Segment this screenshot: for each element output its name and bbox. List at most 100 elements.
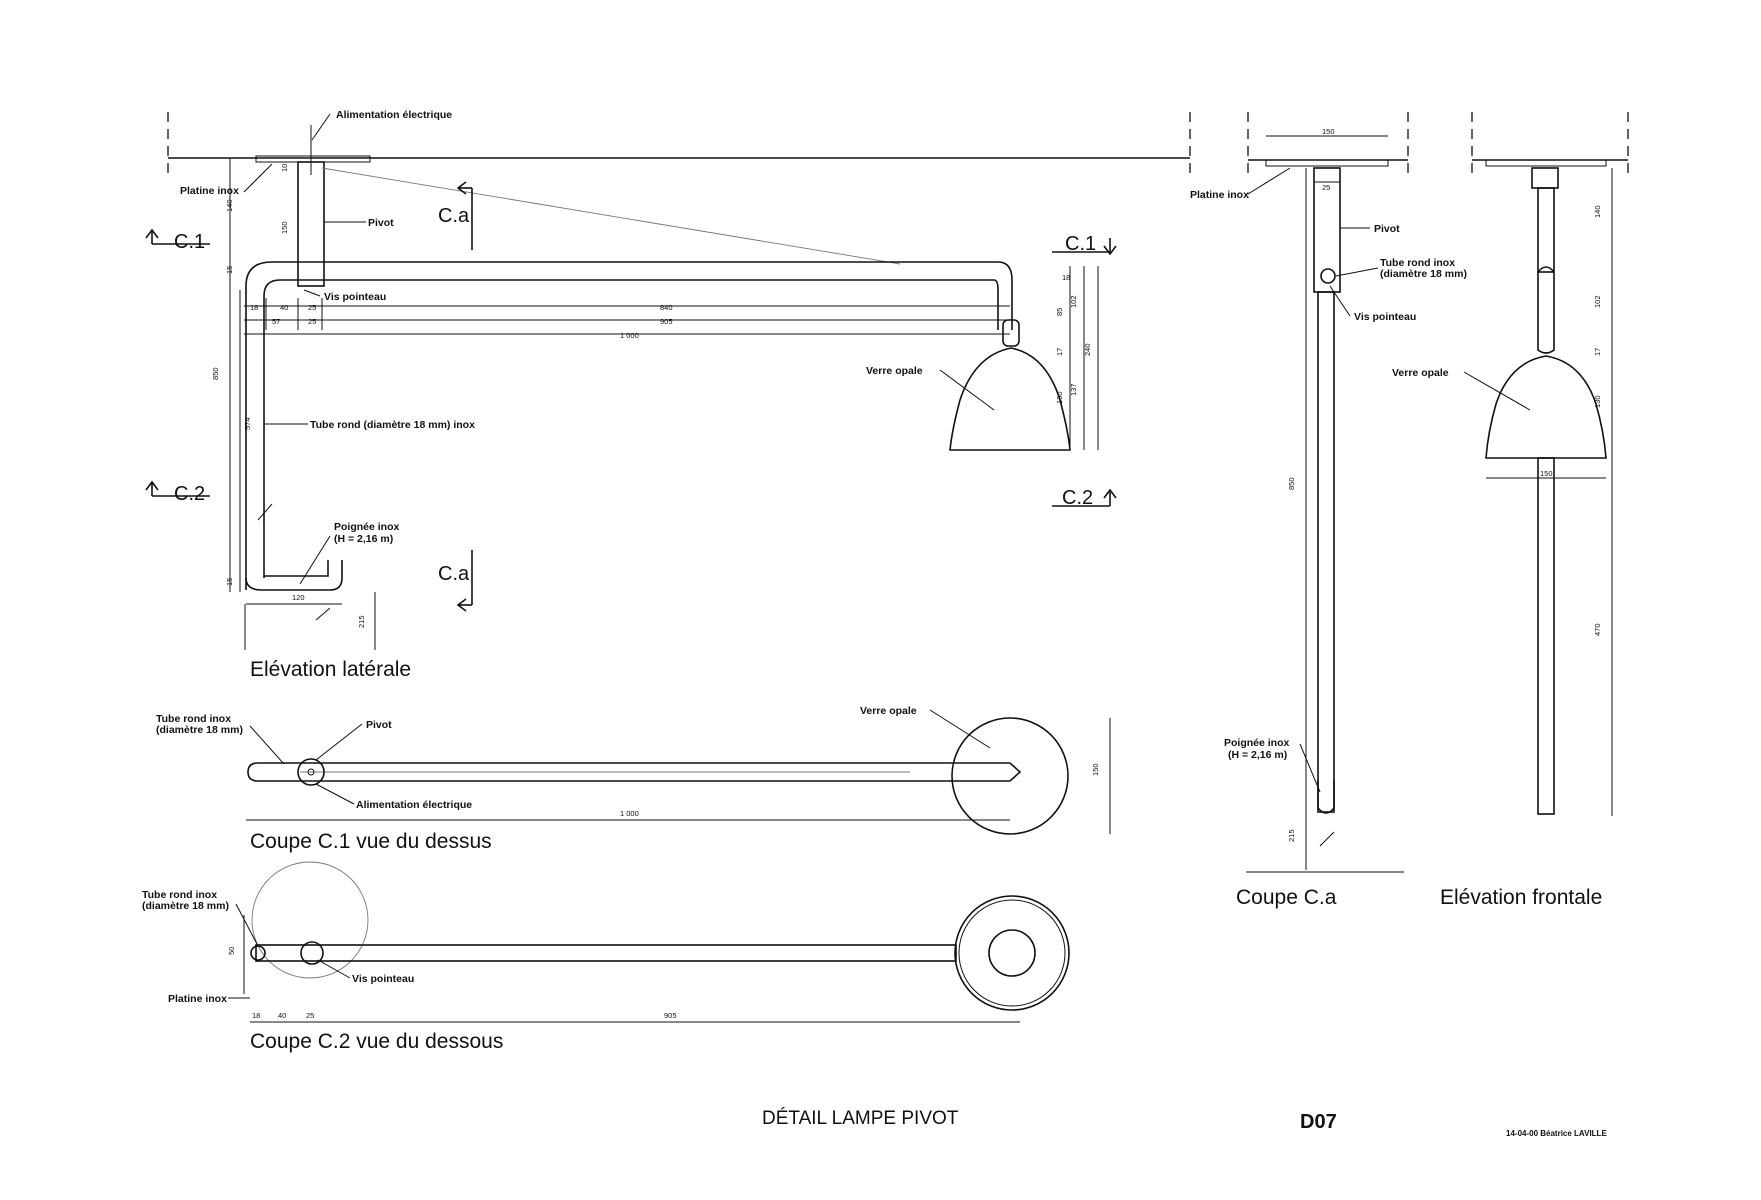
horizontal-arm-outer bbox=[245, 261, 1013, 590]
c2-leader-tube bbox=[235, 903, 259, 947]
c2-label-vis: Vis pointeau bbox=[352, 973, 414, 985]
ca-handle bbox=[1317, 780, 1335, 814]
ca-dim-215: 215 bbox=[1287, 829, 1296, 842]
handle-hook-inner bbox=[264, 560, 329, 577]
dim-1000: 1 000 bbox=[620, 331, 639, 340]
c2-shade-inner bbox=[988, 929, 1036, 977]
c1-leader-verre bbox=[929, 709, 991, 749]
ef-joint bbox=[1537, 266, 1555, 354]
coupe-c1-view: 1 000 150 Tube rond inox (diamètre 18 mm… bbox=[156, 705, 1111, 853]
c1-pivot-dot bbox=[307, 768, 315, 776]
ca-dim-150: 150 bbox=[1322, 127, 1335, 136]
lamp-shade bbox=[949, 347, 1071, 451]
handle-hook bbox=[245, 560, 343, 591]
c2-label-tube-1: Tube rond inox bbox=[142, 889, 217, 901]
section-marker-ca-top bbox=[456, 181, 473, 250]
dim-17-right: 17 bbox=[1055, 348, 1064, 356]
ef-pivot-rod bbox=[1531, 167, 1559, 189]
ca-label-poignee-2: (H = 2,16 m) bbox=[1228, 749, 1287, 761]
c1-pivot-circle bbox=[297, 758, 325, 786]
signature: 14-04-00 Béatrice LAVILLE bbox=[1506, 1129, 1607, 1138]
c2-label-platine: Platine inox bbox=[168, 993, 227, 1005]
c2-tube-end bbox=[250, 945, 266, 961]
ca-dim-850: 850 bbox=[1287, 477, 1296, 490]
section-marker-c1-right bbox=[1052, 238, 1117, 256]
dim-215: 215 bbox=[357, 615, 366, 628]
dim-574: 574 bbox=[243, 417, 252, 430]
dim-15-bottom: 15 bbox=[225, 578, 234, 586]
c2-arm bbox=[255, 944, 957, 962]
c1-label-verre: Verre opale bbox=[860, 705, 917, 717]
ca-label-pivot: Pivot bbox=[1374, 223, 1400, 235]
coupe-c2-view: 18 40 25 905 50 Tube rond inox (diamètre… bbox=[142, 861, 1070, 1053]
section-label-c1-right: C.1 bbox=[1065, 233, 1096, 255]
label-tube-rond: Tube rond (diamètre 18 mm) inox bbox=[310, 419, 475, 431]
lamp-joint bbox=[1002, 319, 1020, 347]
dim-102-right: 102 bbox=[1069, 295, 1078, 308]
dim-10: 10 bbox=[280, 164, 289, 172]
section-marker-c2-left bbox=[145, 480, 210, 497]
c2-vis-circle bbox=[300, 941, 324, 965]
dim-150-pivot: 150 bbox=[280, 221, 289, 234]
sheet-title: DÉTAIL LAMPE PIVOT bbox=[762, 1108, 959, 1129]
pivot-rod bbox=[297, 161, 325, 287]
ef-leader-verre bbox=[1463, 371, 1531, 411]
ca-leader-tube bbox=[1335, 267, 1379, 277]
coupe-ca-view: 150 25 850 215 Platine inox Pivot Tube r… bbox=[1190, 112, 1467, 909]
c1-arm bbox=[247, 762, 1022, 782]
c2-leader-vis bbox=[317, 959, 351, 979]
section-marker-c2-right bbox=[1052, 488, 1117, 507]
label-vis: Vis pointeau bbox=[324, 291, 386, 303]
leader-alimentation bbox=[311, 113, 331, 141]
view-title-coupe-ca: Coupe C.a bbox=[1236, 886, 1337, 909]
ef-dim-17: 17 bbox=[1593, 348, 1602, 356]
c1-label-tube-1: Tube rond inox bbox=[156, 713, 231, 725]
elevation-laterale-view: C.1 C.1 C.2 C.2 C.a C.a Alimentation éle… bbox=[145, 109, 1191, 681]
dim-137-right: 137 bbox=[1069, 383, 1078, 396]
ca-label-tube-2: (diamètre 18 mm) bbox=[1380, 268, 1467, 280]
ef-dim-470: 470 bbox=[1593, 623, 1602, 636]
ef-dim-130: 130 bbox=[1593, 395, 1602, 408]
ca-break bbox=[1319, 831, 1335, 847]
c1-label-pivot: Pivot bbox=[366, 719, 392, 731]
ca-platine bbox=[1265, 159, 1389, 167]
tube-break bbox=[257, 503, 273, 521]
section-label-c1-left: C.1 bbox=[174, 231, 205, 253]
view-title-coupe-c1: Coupe C.1 vue du dessus bbox=[250, 830, 492, 853]
dim-120: 120 bbox=[292, 593, 305, 602]
section-label-ca-top: C.a bbox=[438, 205, 470, 227]
support-cable bbox=[321, 167, 901, 265]
c1-shade-circle bbox=[951, 717, 1069, 835]
label-alimentation: Alimentation électrique bbox=[336, 109, 452, 121]
view-title-elevation-frontale: Elévation frontale bbox=[1440, 886, 1602, 909]
dim-15-top: 15 bbox=[225, 266, 234, 274]
ef-lower-tube bbox=[1537, 457, 1555, 815]
label-poignee-2: (H = 2,16 m) bbox=[334, 533, 393, 545]
ca-label-tube-1: Tube rond inox bbox=[1380, 257, 1455, 269]
leader-poignee bbox=[299, 535, 331, 585]
label-poignee-1: Poignée inox bbox=[334, 521, 400, 533]
ca-leader-vis bbox=[1329, 285, 1351, 317]
c1-dim-1000-text: 1 000 bbox=[620, 809, 639, 818]
ef-label-verre: Verre opale bbox=[1392, 367, 1449, 379]
floor-break bbox=[315, 607, 331, 621]
dim-130-right: 130 bbox=[1055, 391, 1064, 404]
dim-18: 18 bbox=[250, 303, 258, 312]
dim-25: 25 bbox=[308, 303, 316, 312]
ca-label-platine: Platine inox bbox=[1190, 189, 1249, 201]
c2-shade-mid bbox=[958, 899, 1066, 1007]
c1-leader-tube bbox=[249, 725, 285, 765]
section-label-c2-right: C.2 bbox=[1062, 487, 1093, 509]
dim-240-right: 240 bbox=[1083, 343, 1092, 356]
c1-label-alim: Alimentation électrique bbox=[356, 799, 472, 811]
label-verre: Verre opale bbox=[866, 365, 923, 377]
section-marker-c1-left bbox=[145, 228, 210, 245]
c2-dim-40: 40 bbox=[278, 1011, 286, 1020]
dim-57: 57 bbox=[272, 317, 280, 326]
section-marker-ca-bottom bbox=[456, 550, 473, 612]
c2-platine-circle bbox=[251, 861, 369, 979]
section-label-c2-left: C.2 bbox=[174, 483, 205, 505]
view-title-elevation-laterale: Elévation latérale bbox=[250, 658, 411, 681]
leader-platine bbox=[243, 163, 273, 193]
